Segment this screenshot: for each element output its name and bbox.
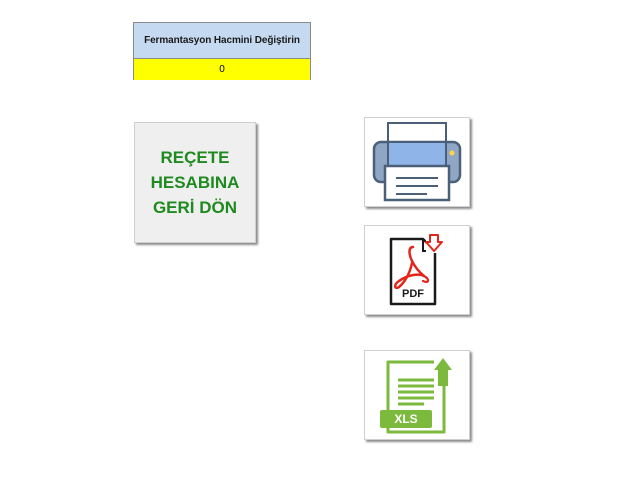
pdf-label: PDF	[402, 288, 424, 300]
fermentation-volume-header: Fermantasyon Hacmini Değiştirin	[134, 23, 310, 59]
back-to-recipe-button[interactable]: REÇETE HESABINA GERİ DÖN	[134, 122, 256, 243]
fermentation-volume-box: Fermantasyon Hacmini Değiştirin 0	[133, 22, 311, 80]
xls-export-button[interactable]: XLS	[364, 350, 470, 440]
back-to-recipe-label: REÇETE HESABINA GERİ DÖN	[150, 148, 240, 217]
xls-label: XLS	[394, 412, 417, 426]
pdf-export-button[interactable]: PDF	[364, 225, 470, 315]
pdf-icon: PDF	[389, 233, 443, 306]
print-button[interactable]	[364, 117, 470, 207]
printer-icon	[372, 122, 462, 202]
fermentation-volume-value[interactable]: 0	[134, 59, 310, 80]
xls-icon: XLS	[380, 356, 452, 434]
